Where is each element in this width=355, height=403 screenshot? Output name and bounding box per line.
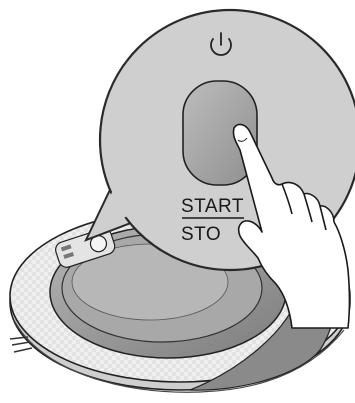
button-label-stop: STO: [181, 224, 221, 245]
button-label-start: START: [181, 196, 244, 217]
